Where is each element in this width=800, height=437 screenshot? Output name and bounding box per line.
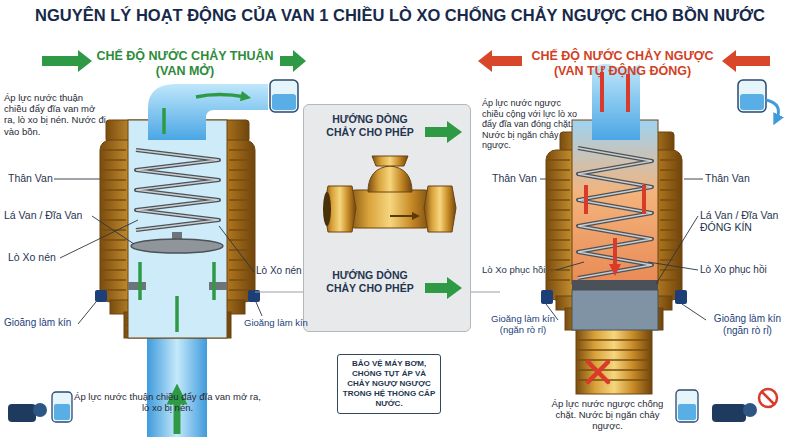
part-label: Lá Van / Đĩa Van ĐÓNG KÍN bbox=[700, 209, 792, 234]
annotation-note: Áp lực nước thuận chiều đẩy đĩa van mở r… bbox=[70, 391, 265, 413]
part-label: Thân Van bbox=[8, 172, 53, 184]
annotation-note: Áp lực nước ngược chiều cộng với lực lò … bbox=[482, 98, 582, 151]
valve-body bbox=[546, 150, 682, 300]
drip-arrow bbox=[766, 100, 778, 120]
tank-water bbox=[678, 404, 696, 420]
tank-water bbox=[740, 94, 764, 110]
mode-heading: CHẾ ĐỘ NƯỚC CHẢY NGƯỢC (VAN TỰ ĐỘNG ĐÓNG… bbox=[525, 49, 720, 79]
valve-thread bbox=[576, 328, 652, 394]
valve-seat bbox=[128, 282, 146, 290]
spring-highlight bbox=[578, 148, 652, 278]
flow-arrow bbox=[42, 50, 92, 72]
tank-icon bbox=[738, 80, 766, 112]
flow-arrow bbox=[140, 95, 246, 333]
valve-disc bbox=[572, 280, 658, 290]
pump-icon bbox=[712, 404, 746, 422]
seal-label: Gioăng làm kín bbox=[4, 317, 71, 329]
node-text: BẢO VỆ MÁY BƠM, CHỐNG TỤT ÁP VÀ CHẢY NGƯ… bbox=[342, 359, 436, 409]
seal-label: Gioăng làm kín (ngăn rò rỉ) bbox=[700, 313, 795, 337]
valve-collar bbox=[110, 300, 245, 314]
prohibit-icon bbox=[759, 389, 777, 407]
valve-body bbox=[100, 140, 255, 302]
prohibit-icon bbox=[762, 392, 774, 404]
pump-icon bbox=[8, 404, 36, 422]
seal-symbol bbox=[95, 290, 107, 302]
part-label: Lò Xo phục hồi bbox=[482, 264, 545, 275]
mode-heading: CHẾ ĐỘ NƯỚC CHẢY THUẬN (VAN MỞ) bbox=[95, 49, 275, 79]
flow-arrow bbox=[280, 50, 306, 72]
part-label: Lò Xo nén bbox=[8, 251, 56, 263]
pump-icon bbox=[743, 403, 757, 417]
spring-symbol bbox=[578, 148, 652, 278]
part-label: Lò Xo phục hồi bbox=[700, 264, 767, 276]
node-text: HƯỚNG DÒNG CHẢY CHO PHÉP bbox=[316, 269, 424, 294]
seal-symbol bbox=[248, 290, 260, 302]
seal-label: Gioăng làm kín bbox=[244, 317, 308, 328]
tank-icon bbox=[676, 390, 698, 422]
seal-label: Gioăng làm kín (ngăn rò rỉ) bbox=[482, 313, 564, 335]
seal-symbol bbox=[675, 290, 687, 304]
valve-thread bbox=[124, 312, 231, 338]
part-label: Lá Van / Đĩa Van bbox=[4, 209, 82, 221]
tank-icon bbox=[270, 80, 298, 112]
tank-water bbox=[272, 94, 296, 110]
diagram-title: NGUYÊN LÝ HOẠT ĐỘNG CỦA VAN 1 CHIỀU LÒ X… bbox=[0, 6, 800, 25]
thread-lines bbox=[102, 150, 253, 332]
tank-water bbox=[54, 404, 70, 420]
tank-icon bbox=[52, 392, 72, 422]
valve-cavity bbox=[128, 120, 227, 338]
spring-symbol bbox=[136, 150, 219, 230]
annotation-note: Áp lực nước thuận chiều đẩy đĩa van mở r… bbox=[4, 92, 106, 137]
valve-cavity bbox=[572, 120, 658, 284]
flow-panel: HƯỚNG DÒNG CHẢY CHO PHÉP HƯỚNG DÒNG CHẢY … bbox=[303, 104, 471, 332]
flow-arrow bbox=[722, 50, 770, 72]
valve-disc bbox=[131, 239, 223, 253]
lower-chamber bbox=[572, 290, 658, 330]
flow-arrow bbox=[478, 50, 522, 72]
disc-stem bbox=[172, 232, 182, 246]
pump-icon bbox=[33, 403, 47, 417]
water-stream bbox=[148, 84, 268, 140]
annotation-note: Áp lực nước ngược chống chặt. Nước bị ng… bbox=[540, 398, 675, 432]
valve-cap bbox=[560, 132, 674, 152]
part-label: Thân Van bbox=[492, 172, 537, 184]
part-label: Thân Van bbox=[705, 172, 750, 184]
spring-highlight bbox=[136, 150, 219, 230]
node-text: HƯỚNG DÒNG CHẢY CHO PHÉP bbox=[316, 113, 424, 138]
note-box: BẢO VỆ MÁY BƠM, CHỐNG TỤT ÁP VÀ CHẢY NGƯ… bbox=[337, 354, 441, 414]
seal-symbol bbox=[541, 290, 553, 304]
valve-collar bbox=[565, 308, 663, 330]
flow-arrow bbox=[586, 72, 644, 270]
block-mark bbox=[588, 362, 608, 382]
valve-cap bbox=[106, 120, 249, 142]
part-label: Lò Xo nén bbox=[256, 265, 302, 277]
valve-collar bbox=[556, 296, 672, 310]
water-stream bbox=[147, 336, 207, 437]
valve-seat bbox=[209, 282, 227, 290]
thread-lines bbox=[548, 160, 680, 380]
